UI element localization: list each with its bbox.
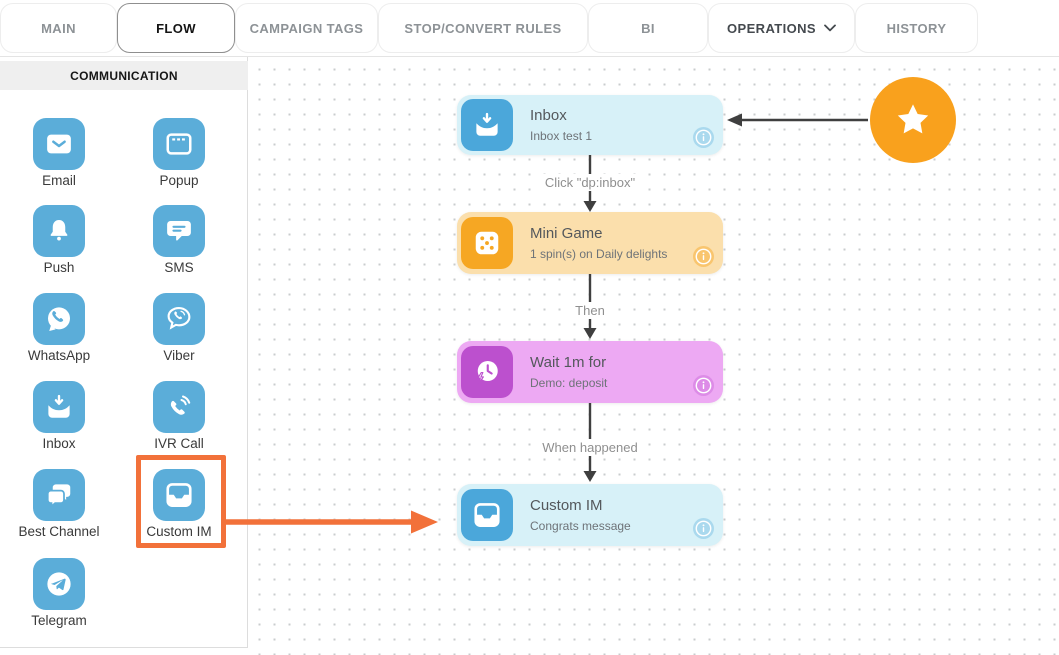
- sidebar-item-ivr-call[interactable]: IVR Call: [120, 381, 238, 451]
- sidebar-item-custom-im[interactable]: Custom IM: [120, 469, 238, 539]
- sidebar-section-header: COMMUNICATION: [0, 61, 248, 90]
- tab-label: MAIN: [41, 20, 76, 36]
- tab-campaign-tags[interactable]: CAMPAIGN TAGS: [235, 3, 378, 53]
- custom-im-icon: [153, 469, 205, 521]
- tab-main[interactable]: MAIN: [0, 3, 117, 53]
- node-title: Inbox: [530, 107, 567, 124]
- sidebar-item-whatsapp[interactable]: WhatsApp: [0, 293, 118, 363]
- node-subtitle: 1 spin(s) on Daily delights: [530, 247, 668, 261]
- sidebar-item-push[interactable]: Push: [0, 205, 118, 275]
- flow-node-mini-game[interactable]: Mini Game 1 spin(s) on Daily delights: [457, 212, 723, 274]
- sidebar-section-title: COMMUNICATION: [70, 68, 178, 83]
- node-subtitle: Inbox test 1: [530, 129, 593, 143]
- info-icon[interactable]: [693, 127, 714, 148]
- inbox-icon: [461, 99, 513, 151]
- edge-label: Click "dp:inbox": [538, 174, 642, 191]
- sidebar-item-telegram[interactable]: Telegram: [0, 558, 118, 628]
- tab-label: STOP/CONVERT RULES: [404, 20, 562, 36]
- sidebar-item-label: Inbox: [42, 436, 76, 451]
- node-subtitle: Congrats message: [530, 519, 631, 533]
- star-icon: [893, 100, 933, 140]
- tab-label: HISTORY: [886, 20, 947, 36]
- flow-node-custom-im[interactable]: Custom IM Congrats message: [457, 484, 723, 546]
- tab-stop-convert-rules[interactable]: STOP/CONVERT RULES: [378, 3, 588, 53]
- telegram-icon: [33, 558, 85, 610]
- popup-icon: [153, 118, 205, 170]
- sidebar-item-inbox[interactable]: Inbox: [0, 381, 118, 451]
- node-title: Wait 1m for: [530, 354, 607, 371]
- sidebar-item-popup[interactable]: Popup: [120, 118, 238, 188]
- chevron-down-icon: [824, 24, 836, 32]
- tab-flow[interactable]: FLOW: [117, 3, 235, 53]
- communication-sidebar: COMMUNICATION Email Popup: [0, 56, 248, 648]
- sidebar-item-viber[interactable]: Viber: [120, 293, 238, 363]
- sidebar-item-label: Telegram: [31, 613, 87, 628]
- node-subtitle: Demo: deposit: [530, 376, 608, 390]
- sidebar-item-label: SMS: [164, 260, 194, 275]
- info-icon[interactable]: [693, 246, 714, 267]
- email-icon: [33, 118, 85, 170]
- sidebar-item-label: Best Channel: [18, 524, 100, 539]
- whatsapp-icon: [33, 293, 85, 345]
- info-icon[interactable]: [693, 518, 714, 539]
- info-icon[interactable]: [693, 375, 714, 396]
- node-title: Mini Game: [530, 225, 603, 242]
- star-badge[interactable]: [870, 77, 956, 163]
- sidebar-item-sms[interactable]: SMS: [120, 205, 238, 275]
- tab-label: OPERATIONS: [727, 20, 816, 36]
- edge-label: Then: [569, 302, 611, 319]
- sms-icon: [153, 205, 205, 257]
- sidebar-item-label: Popup: [159, 173, 199, 188]
- sidebar-item-label: Viber: [163, 348, 195, 363]
- custom-im-icon: [461, 489, 513, 541]
- tab-history[interactable]: HISTORY: [855, 3, 978, 53]
- wait-clock-icon: [461, 346, 513, 398]
- push-bell-icon: [33, 205, 85, 257]
- top-tab-bar: MAIN FLOW CAMPAIGN TAGS STOP/CONVERT RUL…: [0, 0, 1059, 57]
- flow-node-inbox[interactable]: Inbox Inbox test 1: [457, 95, 723, 155]
- viber-icon: [153, 293, 205, 345]
- tab-label: FLOW: [156, 20, 196, 36]
- sidebar-item-email[interactable]: Email: [0, 118, 118, 188]
- sidebar-item-label: WhatsApp: [27, 348, 91, 363]
- flow-node-wait[interactable]: Wait 1m for Demo: deposit: [457, 341, 723, 403]
- sidebar-item-label: Email: [42, 173, 76, 188]
- sidebar-item-best-channel[interactable]: Best Channel: [0, 469, 118, 539]
- sidebar-item-label: Push: [43, 260, 75, 275]
- dice-icon: [461, 217, 513, 269]
- sidebar-item-label: IVR Call: [154, 436, 204, 451]
- edge-label: When happened: [536, 439, 644, 456]
- best-channel-icon: [33, 469, 85, 521]
- tab-label: BI: [641, 20, 655, 36]
- inbox-icon: [33, 381, 85, 433]
- node-title: Custom IM: [530, 497, 603, 514]
- tab-bi[interactable]: BI: [588, 3, 708, 53]
- ivr-call-icon: [153, 381, 205, 433]
- flow-canvas[interactable]: Inbox Inbox test 1: [248, 56, 1059, 655]
- sidebar-item-label: Custom IM: [146, 524, 212, 539]
- tab-label: CAMPAIGN TAGS: [249, 20, 364, 36]
- tab-operations[interactable]: OPERATIONS: [708, 3, 855, 53]
